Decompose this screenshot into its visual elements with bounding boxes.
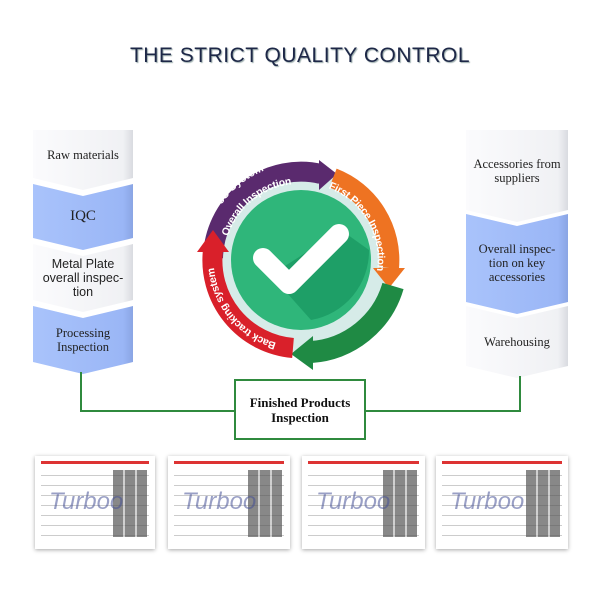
watermark: Turboo: [450, 488, 525, 515]
watermark: Turboo: [182, 488, 257, 515]
connector-right-vertical: [519, 376, 521, 412]
step-key-accessories: Overall inspec-tion on key accessories: [466, 214, 568, 314]
document-thumbnail[interactable]: Turboo: [436, 456, 568, 549]
step-processing-inspection: Processing Inspection: [33, 306, 133, 374]
step-accessories: Accessories from suppliers: [466, 130, 568, 222]
watermark: Turboo: [49, 488, 124, 515]
step-metal-plate: Metal Plate overall inspec-tion: [33, 244, 133, 312]
cycle-arrow-back-tracking: [197, 230, 295, 358]
watermark: Turboo: [316, 488, 391, 515]
cycle-arrow-first-piece: [329, 168, 405, 288]
connector-right-horizontal: [364, 410, 521, 412]
document-thumbnail[interactable]: Turboo: [302, 456, 425, 549]
page-title: THE STRICT QUALITY CONTROL: [129, 44, 471, 67]
document-thumbnail[interactable]: Turboo: [35, 456, 155, 549]
document-thumbnail[interactable]: Turboo: [168, 456, 290, 549]
connector-left-vertical: [80, 372, 82, 412]
checkmark-icon: [253, 224, 349, 294]
final-inspection-box: Finished Products Inspection: [234, 379, 366, 440]
step-raw-materials: Raw materials: [33, 130, 133, 190]
quality-cycle-diagram: Overall Inspection First Piece Inspectio…: [197, 160, 405, 370]
final-inspection-label: Finished Products Inspection: [249, 394, 351, 425]
check-shadow: [271, 230, 370, 320]
connector-left-horizontal: [80, 410, 236, 412]
step-iqc: IQC: [33, 184, 133, 250]
step-warehousing: Warehousing: [466, 306, 568, 378]
cycle-arrow-8s-system: [291, 282, 404, 370]
